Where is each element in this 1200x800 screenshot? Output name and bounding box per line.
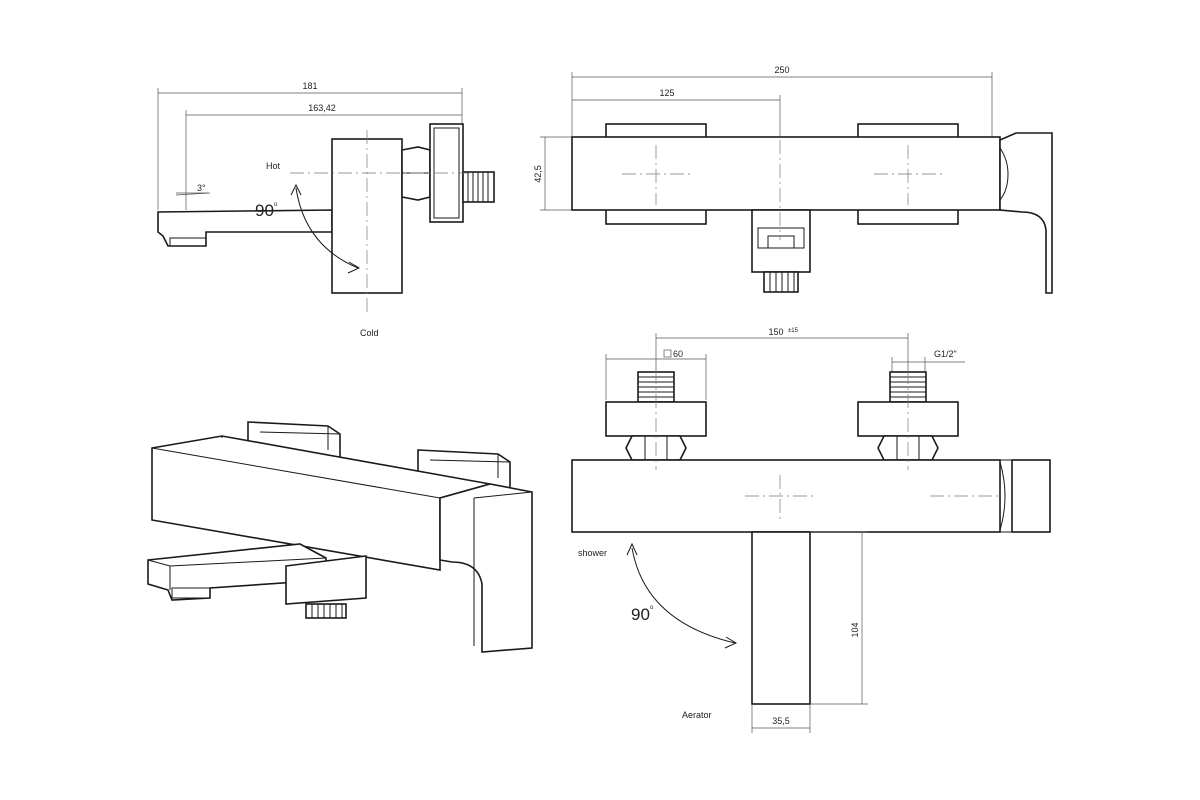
dimension-250: 250 <box>571 65 993 140</box>
dimension-104: 104 <box>810 531 868 705</box>
side-spout <box>157 209 333 247</box>
dimension-60: 60 <box>605 349 707 400</box>
dimension-label-104: 104 <box>850 622 860 637</box>
dimension-label-60: 60 <box>673 349 683 359</box>
top-lever <box>999 132 1053 294</box>
dimension-thread: G1/2" <box>891 349 965 372</box>
side-view: 181 163,42 3° <box>157 81 495 338</box>
front-rotation-angle: 90 <box>631 605 650 624</box>
hot-label: Hot <box>266 161 281 171</box>
dimension-42-5: 42,5 <box>533 136 572 211</box>
top-outlet <box>751 209 811 293</box>
front-rotation-arrow <box>626 542 738 649</box>
front-spout <box>751 531 811 705</box>
dimension-150: 150 ±15 <box>655 327 909 372</box>
cold-label: Cold <box>360 328 379 338</box>
shower-label: shower <box>578 548 607 558</box>
dimension-label-42-5: 42,5 <box>533 165 543 183</box>
dimension-tolerance-150: ±15 <box>788 328 799 334</box>
dimension-125: 125 <box>572 88 781 137</box>
top-body <box>571 136 1001 211</box>
aerator-label: Aerator <box>682 710 712 720</box>
dimension-label-150: 150 <box>768 327 783 337</box>
front-body <box>571 459 1001 533</box>
dimension-35-5: 35,5 <box>751 704 811 733</box>
isometric-view <box>147 421 533 653</box>
front-rotation-degree: o <box>650 605 654 611</box>
side-rotation-angle: 90 <box>255 201 274 220</box>
dimension-label-181: 181 <box>302 81 317 91</box>
side-hex-nut <box>401 146 431 201</box>
dimension-label-thread: G1/2" <box>934 349 957 359</box>
iso-outlet <box>285 555 367 605</box>
dimension-label-35-5: 35,5 <box>772 716 790 726</box>
front-view: 150 ±15 60 G1/2" <box>571 327 1051 733</box>
front-lever <box>1011 459 1051 533</box>
iso-thread <box>305 603 347 619</box>
side-rotation-arrow <box>290 183 361 274</box>
dimension-label-125: 125 <box>659 88 674 98</box>
dimension-181: 181 <box>157 81 463 210</box>
dimension-label-250: 250 <box>774 65 789 75</box>
top-view: 250 125 42,5 <box>533 65 1053 294</box>
dimension-label-163-42: 163,42 <box>308 103 336 113</box>
iso-lever <box>439 483 533 653</box>
spout-angle-marker: 3° <box>175 183 211 196</box>
side-thread <box>462 171 495 203</box>
side-rotation-degree: o <box>274 202 278 208</box>
spout-angle-label: 3° <box>197 183 206 193</box>
